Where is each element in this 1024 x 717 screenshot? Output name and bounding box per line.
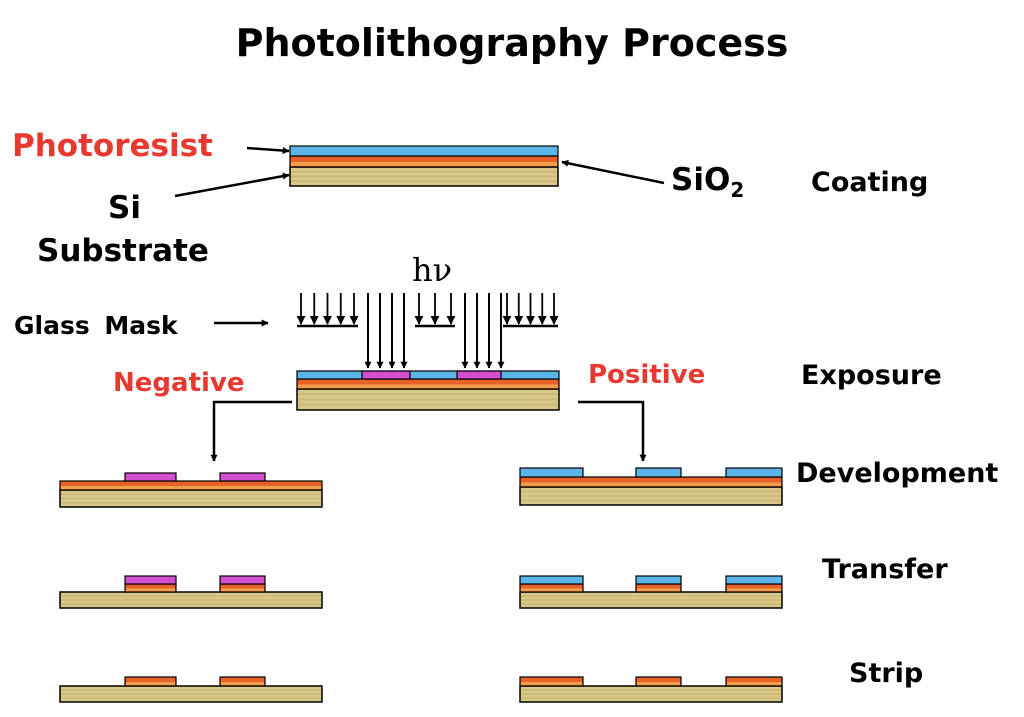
substrate-label: Substrate bbox=[37, 233, 209, 269]
sio2-band bbox=[126, 588, 175, 592]
sio2-band bbox=[221, 681, 264, 686]
positive-resist-pattern bbox=[635, 575, 682, 585]
arrow-si-substrate bbox=[174, 172, 290, 198]
positive-resist-pattern bbox=[519, 467, 584, 478]
hv-label: hν bbox=[412, 251, 453, 289]
negative-resist-pattern bbox=[219, 472, 266, 482]
sio2-layer bbox=[219, 676, 266, 687]
exposed-resist bbox=[361, 370, 411, 380]
arrow-positive bbox=[578, 400, 647, 462]
step-strip: Strip bbox=[849, 658, 924, 689]
si-label: Si bbox=[108, 190, 141, 226]
step-development: Development bbox=[796, 458, 999, 489]
arrow-photoresist bbox=[246, 146, 290, 155]
sio2-band bbox=[637, 681, 680, 686]
sio2-band bbox=[727, 681, 781, 686]
step-transfer: Transfer bbox=[822, 554, 948, 585]
negative-resist-pattern bbox=[219, 575, 266, 585]
sio2-band bbox=[61, 485, 321, 490]
sio2-band bbox=[521, 482, 781, 486]
sio2-label-subscript: 2 bbox=[730, 178, 745, 202]
sio2-label-base: SiO bbox=[671, 162, 731, 198]
sio2-band bbox=[298, 384, 558, 388]
photoresist-layer bbox=[289, 145, 559, 157]
sio2-layer bbox=[725, 676, 783, 687]
positive-resist-pattern bbox=[635, 467, 682, 478]
sio2-band bbox=[637, 588, 680, 592]
positive-resist-pattern bbox=[725, 575, 783, 585]
sio2-band bbox=[521, 681, 582, 686]
page-title: Photolithography Process bbox=[235, 21, 789, 65]
negative-resist-pattern bbox=[124, 472, 177, 482]
sio2-band bbox=[291, 162, 557, 166]
exposed-resist bbox=[456, 370, 502, 380]
sio2-band bbox=[521, 588, 582, 592]
negative-label: Negative bbox=[113, 368, 245, 398]
positive-label: Positive bbox=[588, 360, 706, 390]
sio2-layer bbox=[124, 676, 177, 687]
sio2-band bbox=[221, 588, 264, 592]
arrow-sio2 bbox=[561, 159, 665, 185]
sio2-layer bbox=[59, 480, 323, 491]
glass-mask bbox=[296, 293, 559, 369]
negative-resist-pattern bbox=[124, 575, 177, 585]
wafer-stacks bbox=[59, 145, 783, 703]
photoresist-layer bbox=[296, 370, 560, 380]
glass-mask-label: Glass Mask bbox=[14, 311, 178, 340]
sio2-layer bbox=[635, 676, 682, 687]
step-exposure: Exposure bbox=[801, 360, 942, 391]
positive-resist-pattern bbox=[725, 467, 783, 478]
positive-resist-pattern bbox=[519, 575, 584, 585]
arrows bbox=[174, 146, 665, 462]
sio2-band bbox=[126, 681, 175, 686]
arrow-negative bbox=[210, 400, 292, 462]
step-coating: Coating bbox=[811, 167, 929, 198]
sio2-layer bbox=[519, 676, 584, 687]
sio2-band bbox=[727, 588, 781, 592]
sio2-label: SiO2 bbox=[671, 162, 744, 201]
photoresist-label: Photoresist bbox=[12, 128, 213, 164]
